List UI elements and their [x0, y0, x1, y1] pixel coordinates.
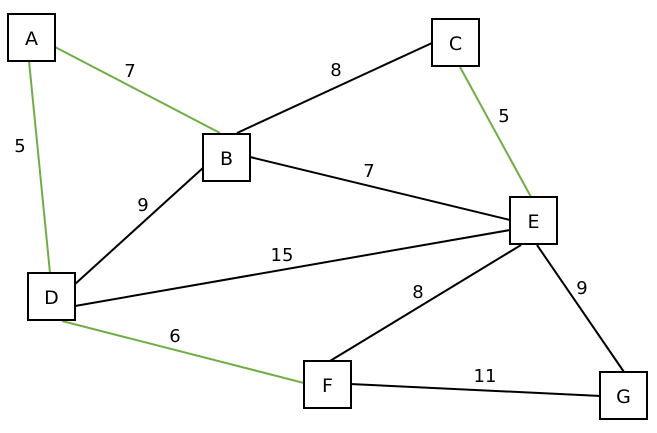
- weight-e-g: 9: [576, 278, 587, 299]
- edge-b-d: [73, 166, 205, 286]
- weight-b-d: 9: [137, 195, 148, 216]
- node-b-label: B: [220, 148, 233, 170]
- node-g: G: [599, 371, 648, 420]
- edge-d-e: [74, 229, 511, 307]
- nodes: A B C D E F G: [7, 13, 648, 420]
- node-g-label: G: [616, 386, 631, 408]
- node-b: B: [202, 133, 251, 182]
- weight-e-f: 8: [412, 282, 423, 303]
- edges: [28, 42, 625, 397]
- edge-weights: 7 5 8 9 7 5 15 6 8 9 11: [14, 60, 587, 387]
- weight-d-f: 6: [169, 326, 180, 347]
- node-c: C: [431, 18, 480, 67]
- edge-c-e: [459, 66, 532, 198]
- weight-b-e: 7: [363, 161, 374, 182]
- weight-d-e: 15: [271, 245, 294, 266]
- edge-d-f: [61, 320, 305, 384]
- node-d-label: D: [44, 287, 59, 309]
- edge-f-g: [349, 383, 602, 397]
- node-a-label: A: [25, 28, 38, 50]
- weight-a-b: 7: [124, 61, 135, 82]
- node-d: D: [27, 272, 76, 321]
- weight-b-c: 8: [330, 60, 341, 81]
- edge-a-b: [54, 46, 221, 134]
- edge-a-d: [28, 60, 51, 274]
- edge-b-c: [236, 42, 433, 134]
- node-c-label: C: [449, 33, 462, 55]
- edge-e-g: [536, 244, 625, 373]
- node-a: A: [7, 13, 56, 62]
- edge-e-f: [329, 244, 522, 362]
- weight-c-e: 5: [498, 106, 509, 127]
- edge-b-e: [249, 156, 511, 221]
- node-f: F: [303, 360, 352, 409]
- node-e: E: [509, 196, 558, 245]
- node-e-label: E: [527, 211, 539, 233]
- node-f-label: F: [322, 375, 333, 397]
- weight-a-d: 5: [14, 136, 25, 157]
- weight-f-g: 11: [474, 366, 497, 387]
